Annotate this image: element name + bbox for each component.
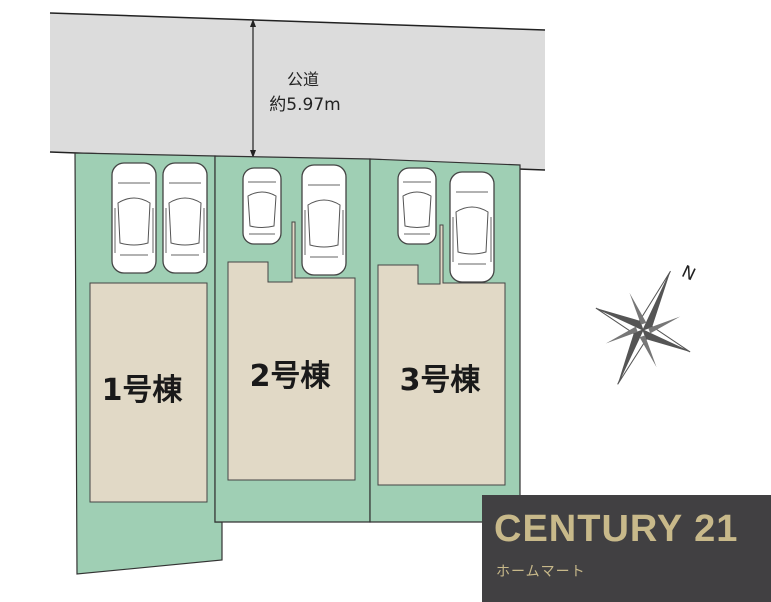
building-label: 2号棟 [250, 359, 332, 394]
building-label: 3号棟 [400, 363, 482, 398]
road-width: 約5.97m [269, 95, 340, 115]
building-3 [377, 224, 506, 486]
north-label: N [678, 262, 698, 286]
building-2 [227, 221, 356, 481]
lot-3: 3号棟 [369, 158, 521, 523]
lot-1: 1号棟 [74, 152, 223, 575]
parking-car [301, 164, 347, 276]
building-label: 1号棟 [102, 373, 184, 408]
century21-logo: CENTURY 21 ホームマート [482, 495, 771, 602]
parking-car [111, 162, 157, 274]
parking-car [449, 171, 495, 283]
parking-car [242, 167, 282, 245]
road-width-arrow [250, 19, 256, 158]
lot-2: 2号棟 [214, 155, 371, 523]
building-1 [89, 282, 208, 503]
road-label: 公道 [287, 70, 319, 89]
parking-car [397, 167, 437, 245]
logo-subtitle: ホームマート [496, 564, 586, 580]
compass-icon [595, 270, 691, 385]
road [49, 12, 546, 171]
parking-car [162, 162, 208, 274]
logo-brand: CENTURY 21 [494, 508, 739, 550]
